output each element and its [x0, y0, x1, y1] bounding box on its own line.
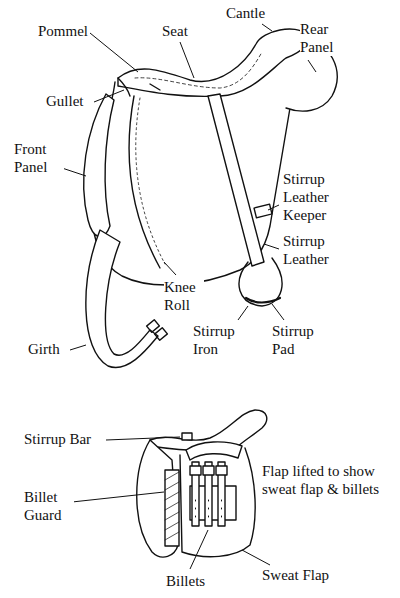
front-panel-lower — [137, 440, 178, 557]
leader-line — [268, 205, 279, 210]
part-label: Sweat Flap — [262, 566, 329, 584]
leader-line — [272, 304, 284, 320]
leader-line — [70, 345, 86, 350]
leader-line — [72, 492, 164, 502]
billet-buckle — [203, 466, 214, 475]
part-label: Rear Panel — [300, 20, 350, 56]
leader-line — [264, 244, 279, 249]
stirrup-leather — [208, 94, 264, 266]
part-label: Stirrup Pad — [272, 322, 322, 358]
part-label: Cantle — [226, 4, 265, 22]
seat-seam — [135, 52, 262, 88]
part-label: Flap lifted to show sweat flap & billets — [262, 462, 392, 498]
stirrup-bar-upper — [150, 84, 160, 90]
front-panel — [84, 94, 114, 237]
knee-roll — [129, 96, 160, 268]
lifted-flap — [186, 442, 242, 460]
stirrup-bar — [182, 433, 192, 440]
billet-guard-hatch — [165, 472, 179, 540]
part-label: Seat — [162, 22, 188, 40]
knee-roll-stitch — [136, 98, 165, 264]
stirrup-leather-keeper — [254, 204, 272, 218]
leader-line — [238, 306, 248, 320]
part-label: Stirrup Iron — [193, 322, 243, 358]
saddle-flap — [92, 82, 290, 285]
leader-line — [94, 90, 124, 102]
stirrup-pad — [246, 298, 280, 303]
part-label: Stirrup Leather — [283, 232, 343, 268]
girth — [86, 230, 158, 368]
part-label: Front Panel — [14, 140, 64, 176]
part-label: Billet Guard — [24, 488, 74, 524]
leader-line — [190, 530, 208, 569]
part-label: Gullet — [46, 92, 84, 110]
leader-line — [106, 437, 180, 440]
leader-line — [262, 24, 272, 31]
seat — [118, 29, 308, 96]
billet-guard — [165, 470, 179, 546]
part-label: Billets — [166, 572, 205, 590]
part-label: Stirrup Leather Keeper — [283, 170, 343, 224]
girth-buckle — [155, 328, 168, 341]
stirrup-iron — [239, 258, 282, 306]
girth-buckle — [147, 320, 160, 333]
leader-line — [180, 42, 194, 78]
leader-line — [62, 168, 86, 176]
billet-holes — [196, 500, 222, 517]
leader-line — [308, 60, 316, 72]
leader-line — [242, 550, 270, 565]
billet-buckle — [216, 466, 227, 475]
part-label: Knee Roll — [164, 278, 204, 314]
leader-line — [164, 262, 176, 275]
part-label: Stirrup Bar — [24, 430, 91, 448]
sweat-flap — [180, 448, 255, 557]
gullet — [118, 78, 130, 96]
part-label: Pommel — [38, 22, 88, 40]
billet-buckle — [190, 466, 201, 475]
leader-line — [90, 33, 138, 72]
part-label: Girth — [28, 340, 60, 358]
